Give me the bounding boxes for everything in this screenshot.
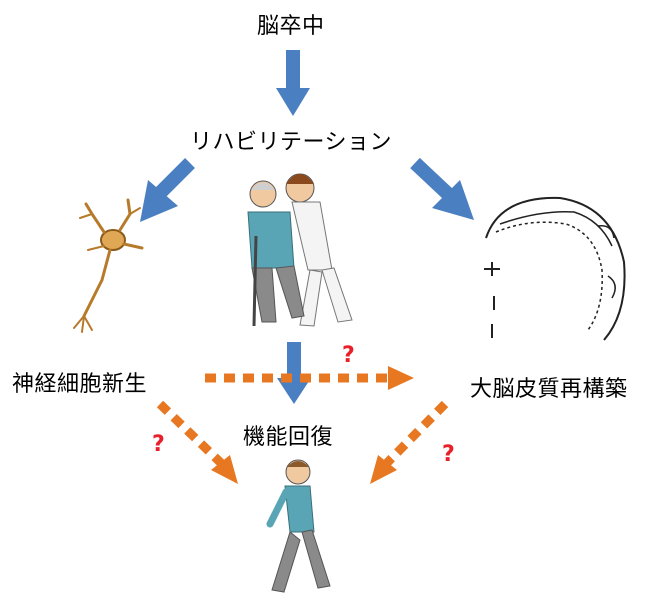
neuron-illustration bbox=[73, 198, 144, 333]
caregiver-helping-patient-illustration bbox=[247, 173, 353, 327]
arrow-stroke-to-rehab bbox=[276, 50, 310, 116]
dotted-arrow-neuron-to-walker bbox=[156, 400, 238, 484]
dotted-arrow-cortex-to-walker bbox=[370, 400, 449, 484]
question-mark-right: ? bbox=[442, 442, 455, 467]
question-mark-top: ? bbox=[342, 343, 355, 368]
arrow-rehab-to-cortex bbox=[410, 157, 474, 220]
node-stroke: 脳卒中 bbox=[257, 14, 325, 39]
node-cortical-reorganization: 大脳皮質再構築 bbox=[470, 377, 628, 402]
node-rehabilitation: リハビリテーション bbox=[190, 130, 393, 155]
cortex-homunculus-illustration bbox=[484, 196, 626, 341]
arrow-rehab-to-neuron bbox=[140, 158, 195, 222]
node-functional-recovery: 機能回復 bbox=[243, 425, 334, 450]
dotted-arrow-neuron-to-cortex bbox=[205, 366, 414, 390]
walking-man-illustration bbox=[266, 459, 331, 593]
node-neurogenesis: 神経細胞新生 bbox=[12, 372, 148, 397]
question-mark-left: ? bbox=[152, 432, 165, 457]
arrow-center-to-recovery bbox=[277, 342, 311, 404]
